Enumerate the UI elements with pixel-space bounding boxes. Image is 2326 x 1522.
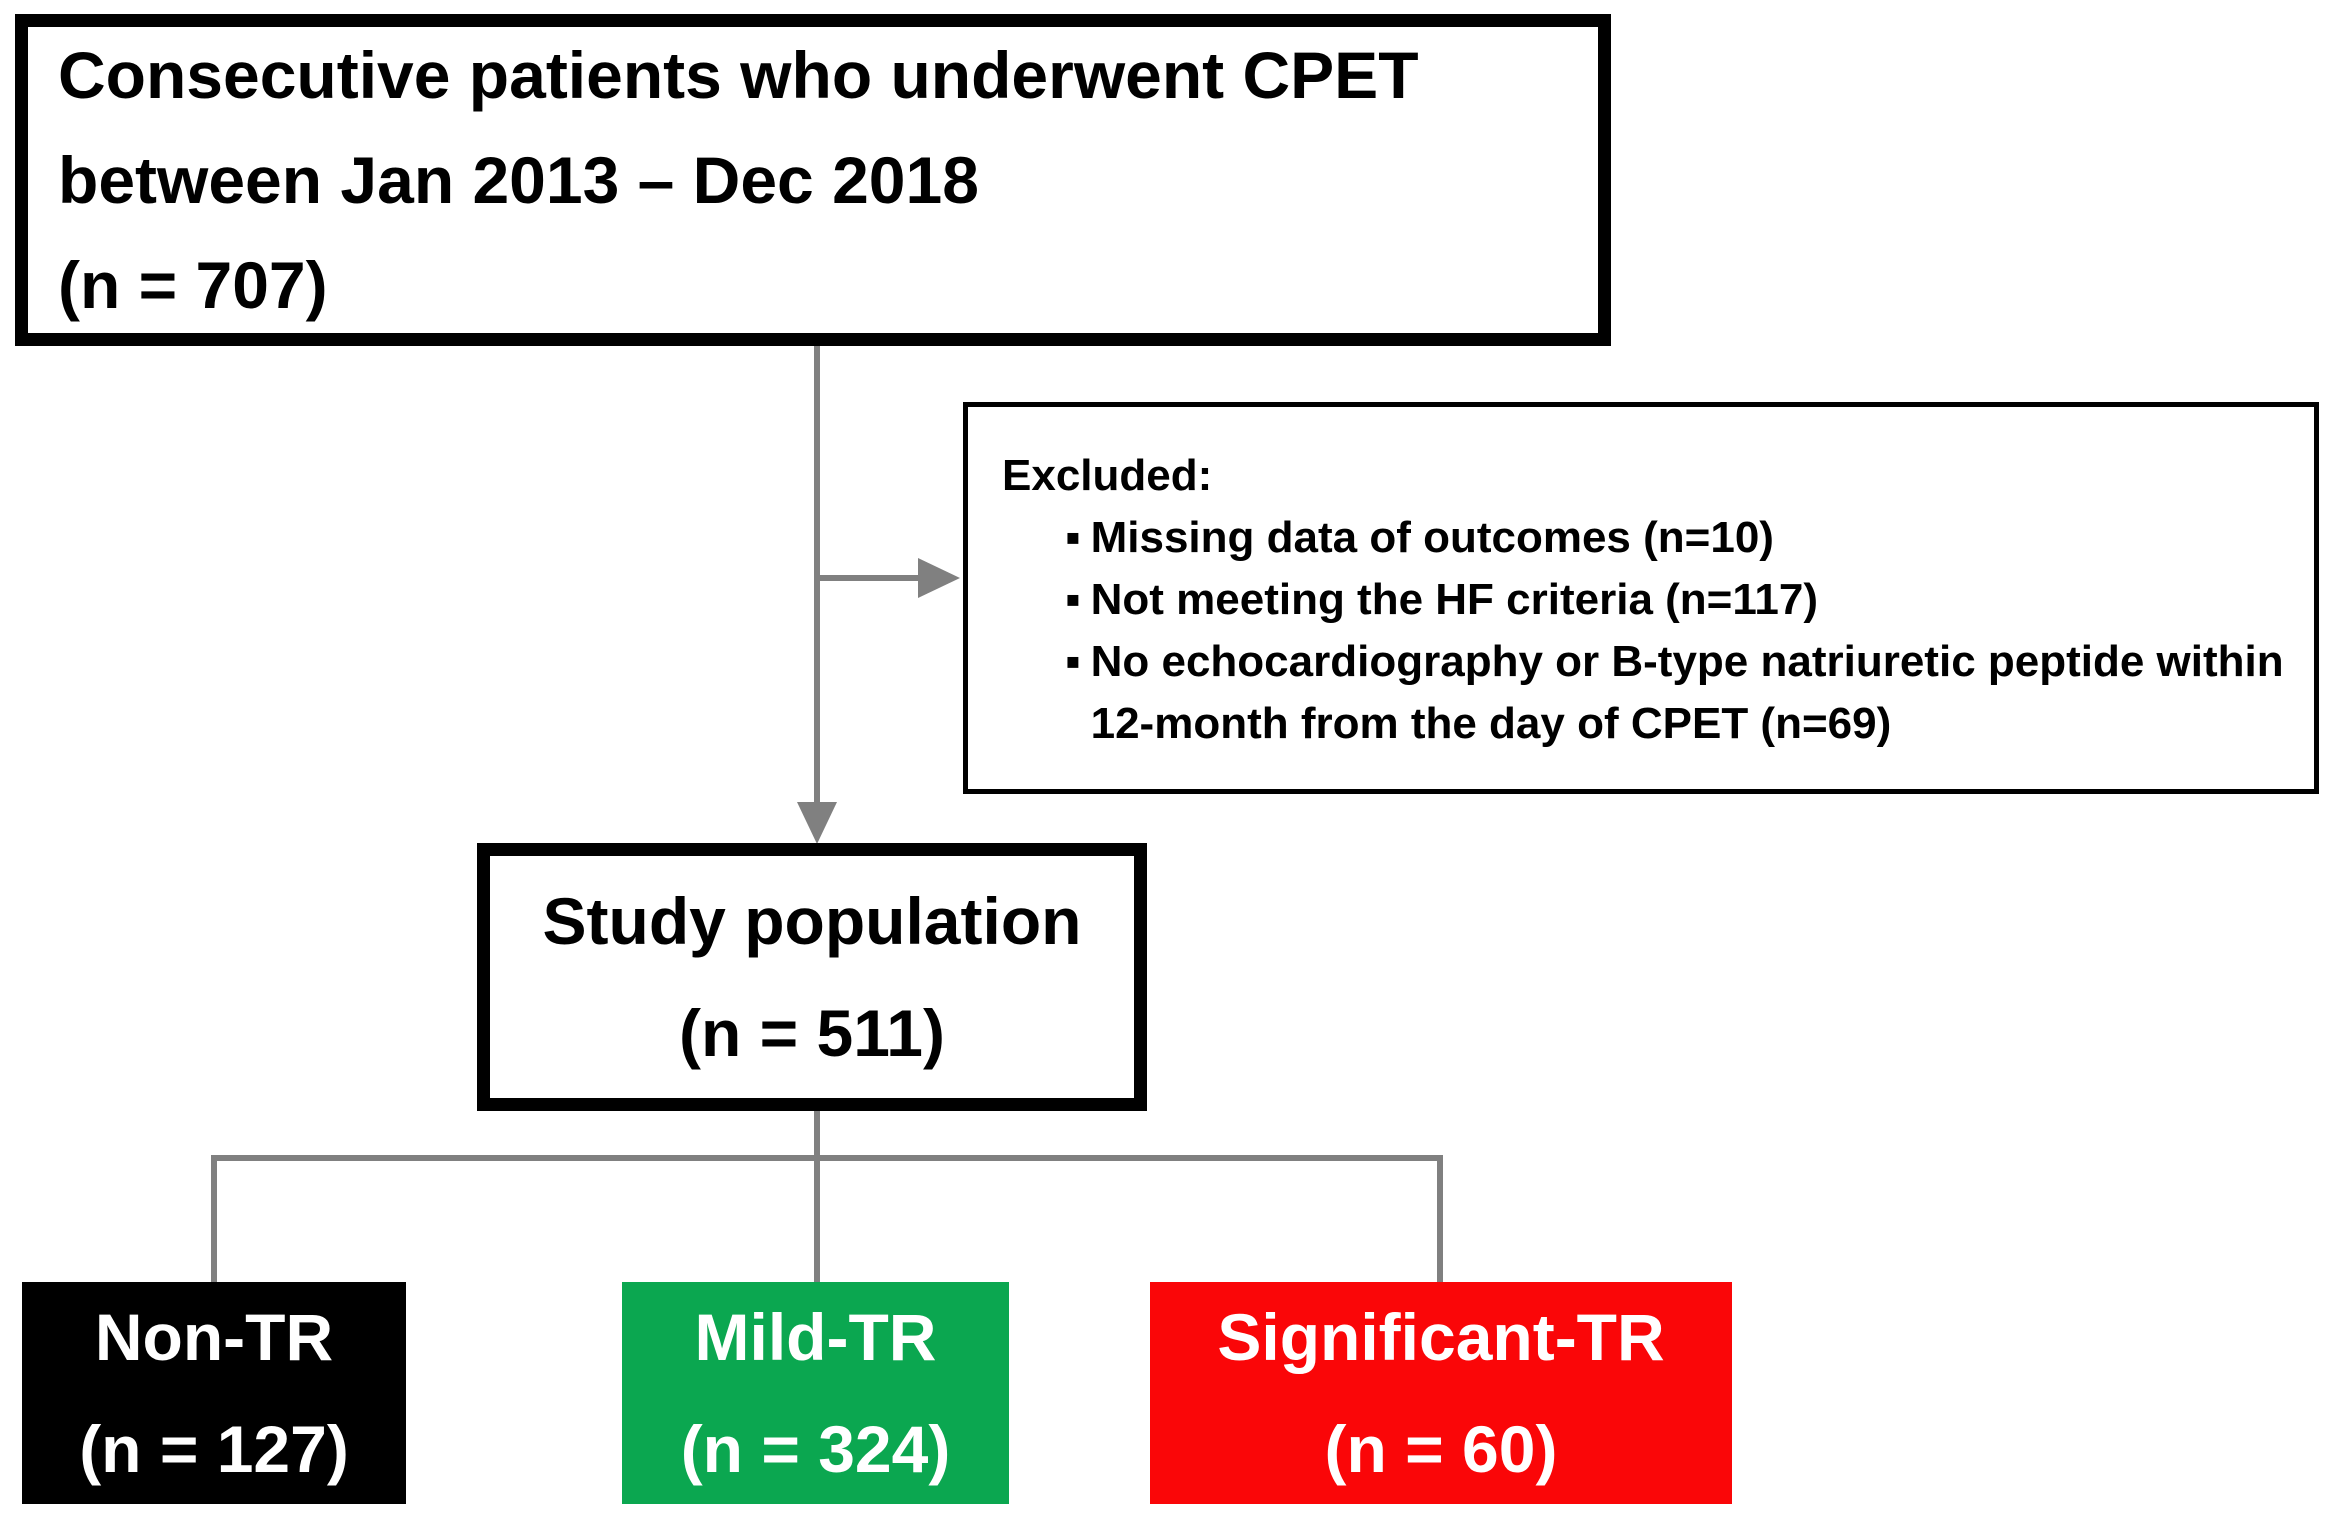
study-population-box: Study population (n = 511) xyxy=(477,843,1147,1111)
bullet-icon: ▪ xyxy=(1065,637,1081,686)
study-population-title: Study population xyxy=(542,884,1082,958)
group-name: Significant-TR xyxy=(1217,1300,1665,1374)
group-box-non-tr: Non-TR (n = 127) xyxy=(22,1282,406,1504)
excluded-item: ▪ No echocardiography or B-type natriure… xyxy=(1065,631,2300,755)
group-box-significant-tr: Significant-TR (n = 60) xyxy=(1150,1282,1732,1504)
connector-drop-non-tr-line xyxy=(211,1155,217,1282)
connector-rail-line xyxy=(211,1155,1443,1161)
connector-branch-excluded-line xyxy=(817,575,920,581)
bullet-icon: ▪ xyxy=(1065,575,1081,624)
enrollment-box: Consecutive patients who underwent CPET … xyxy=(15,14,1611,346)
connector-study-to-rail-line xyxy=(814,1111,820,1159)
excluded-item-text: Missing data of outcomes (n=10) xyxy=(1090,513,1774,562)
group-name: Non-TR xyxy=(94,1300,334,1374)
connector-drop-mild-tr-line xyxy=(814,1155,820,1282)
group-box-mild-tr: Mild-TR (n = 324) xyxy=(622,1282,1009,1504)
enrollment-line-3: (n = 707) xyxy=(58,247,328,322)
excluded-box: Excluded: ▪ Missing data of outcomes (n=… xyxy=(963,402,2319,794)
connector-drop-significant-tr-line xyxy=(1437,1155,1443,1282)
excluded-item-text: Not meeting the HF criteria (n=117) xyxy=(1090,575,1819,624)
bullet-icon: ▪ xyxy=(1065,513,1081,562)
group-n: (n = 324) xyxy=(680,1412,951,1486)
group-name: Mild-TR xyxy=(694,1300,937,1374)
group-n: (n = 60) xyxy=(1324,1412,1558,1486)
group-n: (n = 127) xyxy=(79,1412,349,1486)
excluded-item-text: No echocardiography or B-type natriureti… xyxy=(1090,637,2284,748)
arrowhead-down-icon xyxy=(797,802,837,844)
excluded-item: ▪ Not meeting the HF criteria (n=117) xyxy=(1065,569,2300,631)
excluded-item: ▪ Missing data of outcomes (n=10) xyxy=(1065,507,2300,569)
excluded-item-list: ▪ Missing data of outcomes (n=10) ▪ Not … xyxy=(1065,507,2300,755)
study-population-n: (n = 511) xyxy=(679,996,945,1070)
enrollment-line-1: Consecutive patients who underwent CPET xyxy=(58,37,1419,112)
arrowhead-right-icon xyxy=(918,558,960,598)
enrollment-line-2: between Jan 2013 – Dec 2018 xyxy=(58,142,979,217)
excluded-title: Excluded: xyxy=(1002,451,1213,500)
